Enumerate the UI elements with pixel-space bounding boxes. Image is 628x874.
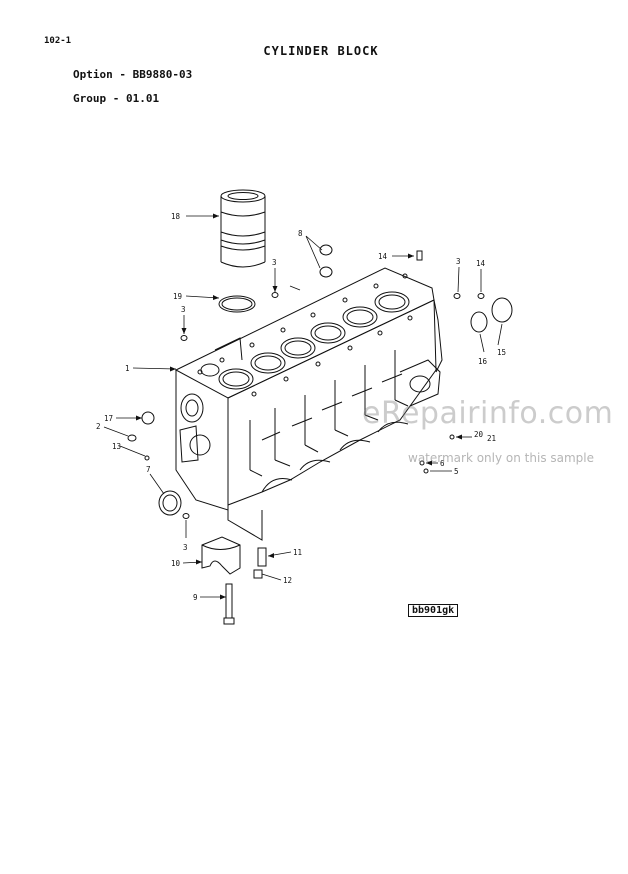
- callout-14: 14: [378, 252, 388, 261]
- group-line: Group - 01.01: [73, 92, 160, 105]
- callout-1: 1: [125, 364, 130, 373]
- callout-6: 6: [440, 459, 445, 468]
- callout-9: 9: [193, 593, 198, 602]
- page-title: CYLINDER BLOCK: [263, 44, 379, 58]
- callout-20: 20: [474, 430, 484, 439]
- callout-7: 7: [146, 465, 151, 474]
- callout-5: 5: [454, 467, 459, 476]
- cap-bolt-part: [223, 583, 235, 625]
- callout-21: 21: [487, 434, 496, 443]
- page-reference: 102-1: [44, 36, 72, 46]
- watermark-note: watermark only on this sample: [408, 451, 595, 465]
- rear-plug-part: [491, 297, 513, 323]
- option-line: Option - BB9880-03: [73, 68, 193, 81]
- callout-11: 11: [293, 548, 302, 557]
- callout-15: 15: [497, 348, 506, 357]
- callout-14: 14: [476, 259, 486, 268]
- expansion-plug-part: [158, 490, 182, 516]
- leader-lines: [103, 215, 503, 598]
- cylinder-block-part: [174, 267, 443, 541]
- callout-12: 12: [283, 576, 292, 585]
- callout-3: 3: [183, 543, 188, 552]
- main-bearing-cap-part: [201, 536, 241, 575]
- callout-3: 3: [181, 305, 186, 314]
- callout-16: 16: [478, 357, 488, 366]
- callout-13: 13: [112, 442, 121, 451]
- figure-code-label: bb901gk: [408, 604, 459, 617]
- callout-17: 17: [104, 414, 113, 423]
- piston-cooling-nozzle-part: [257, 547, 267, 567]
- callout-3: 3: [272, 258, 277, 267]
- callout-18: 18: [171, 212, 181, 221]
- plug-part: [319, 244, 333, 256]
- watermark-text: eRepairinfo.com: [362, 396, 614, 431]
- callout-19: 19: [173, 292, 182, 301]
- seal-ring-part: [218, 295, 256, 313]
- callout-10: 10: [171, 559, 181, 568]
- callout-3: 3: [456, 257, 461, 266]
- callout-8: 8: [298, 229, 303, 238]
- callout-2: 2: [96, 422, 101, 431]
- cylinder-liner-part: [220, 189, 266, 268]
